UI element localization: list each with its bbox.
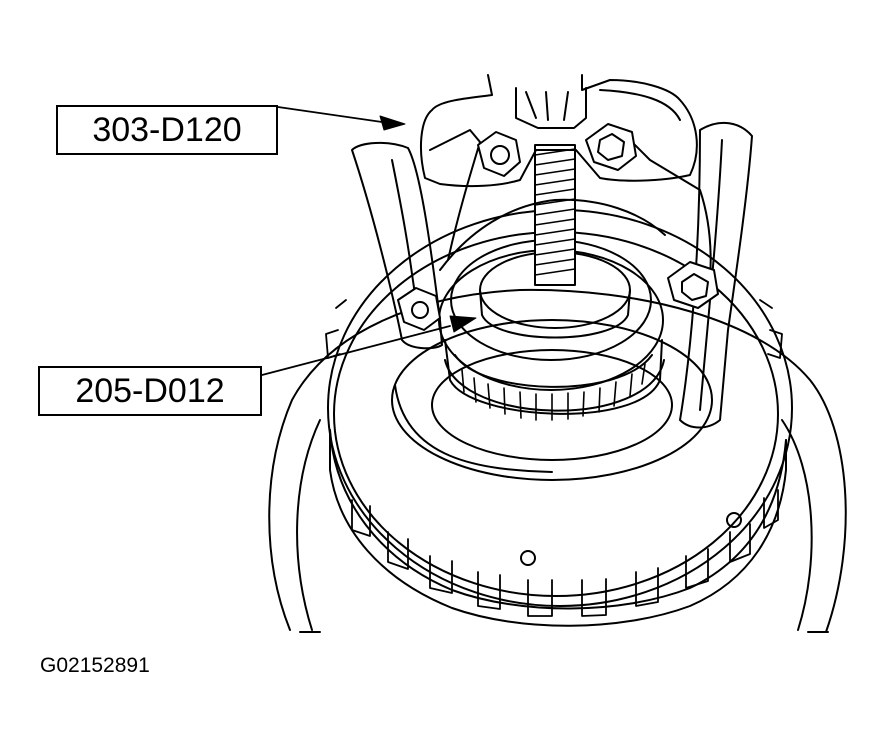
leader-lines — [261, 106, 477, 376]
toothed-ring — [325, 209, 793, 627]
ring-teeth — [325, 299, 783, 617]
inner-hub — [391, 319, 713, 481]
forcing-screw — [534, 144, 576, 286]
installer-callout: 205-D012 — [38, 366, 262, 416]
figure-id: G02152891 — [40, 654, 150, 677]
puller-callout: 303-D120 — [56, 105, 278, 155]
outer-housing — [268, 288, 847, 633]
puller-nuts — [397, 123, 719, 331]
bearing-rollers — [461, 363, 646, 421]
puller-head — [420, 74, 698, 188]
